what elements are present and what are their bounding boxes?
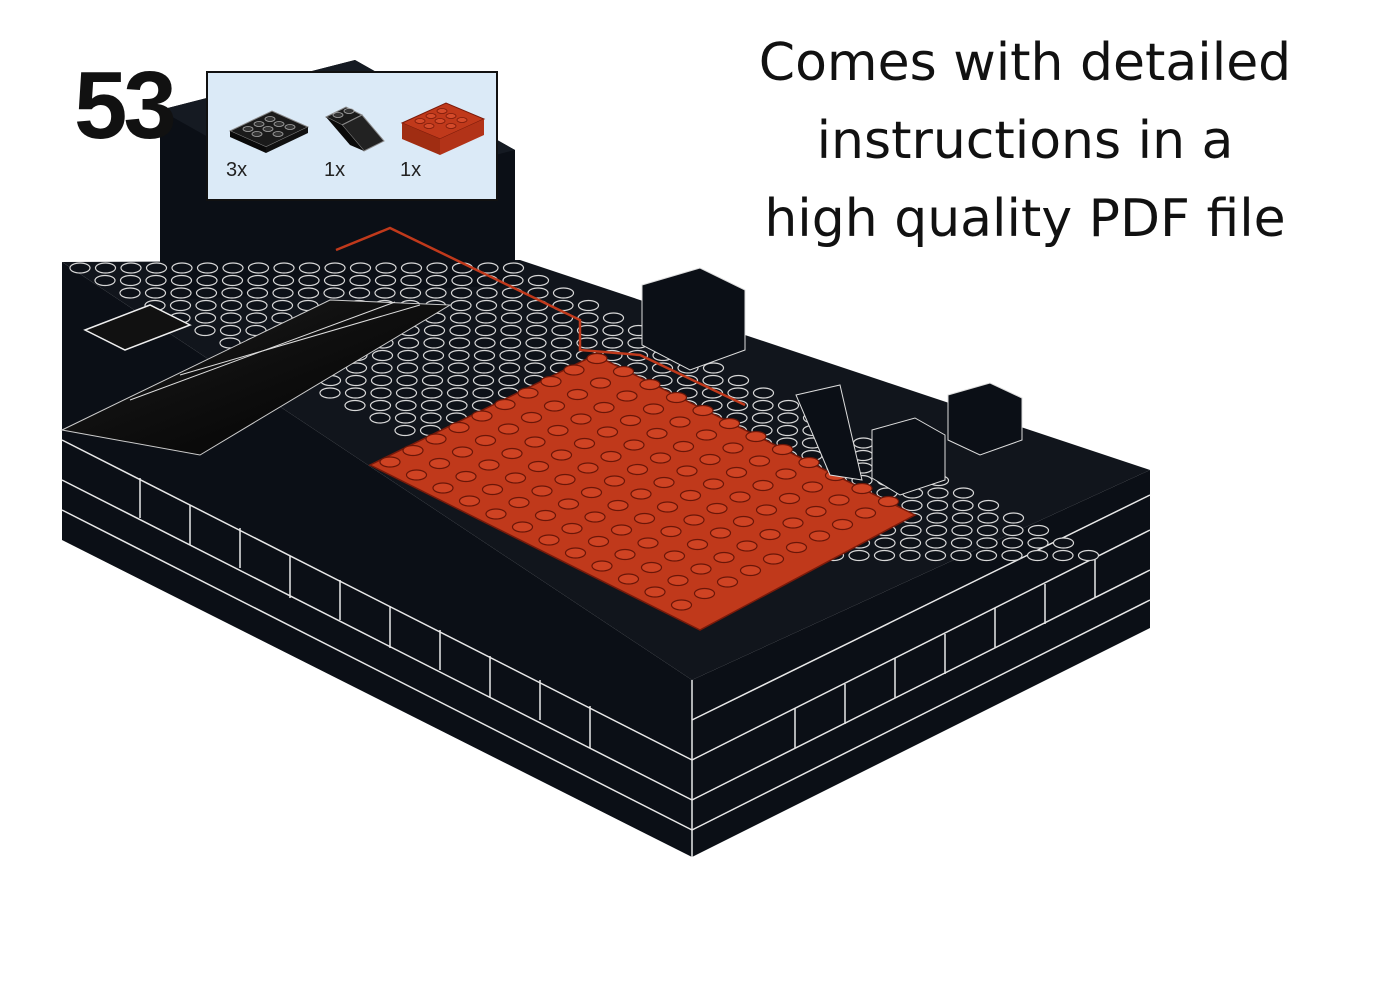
right-wall-joints xyxy=(691,494,1151,857)
small-tower-3 xyxy=(871,417,946,496)
part-qty-1: 3x xyxy=(226,159,248,181)
tall-slope-piece xyxy=(795,384,863,481)
black-slope-ramp xyxy=(60,299,452,456)
black-plate-icon xyxy=(228,110,310,153)
tile-box xyxy=(83,304,192,351)
step-number: 53 xyxy=(74,52,177,159)
part-qty-2: 1x xyxy=(324,159,346,181)
caption-line-1: Comes with detailed xyxy=(758,33,1292,93)
caption-line-3: high quality PDF file xyxy=(764,189,1286,249)
caption-line-2: instructions in a xyxy=(816,111,1234,171)
black-slope-icon xyxy=(324,106,385,152)
new-part-outline xyxy=(335,226,746,407)
part-qty-3: 1x xyxy=(400,159,422,181)
small-tower-1 xyxy=(641,267,746,371)
left-wall-joints xyxy=(61,439,693,831)
small-tower-2 xyxy=(947,382,1023,456)
parts-callout: 3x 1x 1x xyxy=(206,71,498,201)
red-brick-icon xyxy=(400,102,486,155)
caption: Comes with detailed instructions in a hi… xyxy=(720,24,1330,258)
red-plate-studs xyxy=(379,352,900,611)
base-right-wall xyxy=(692,470,1150,857)
